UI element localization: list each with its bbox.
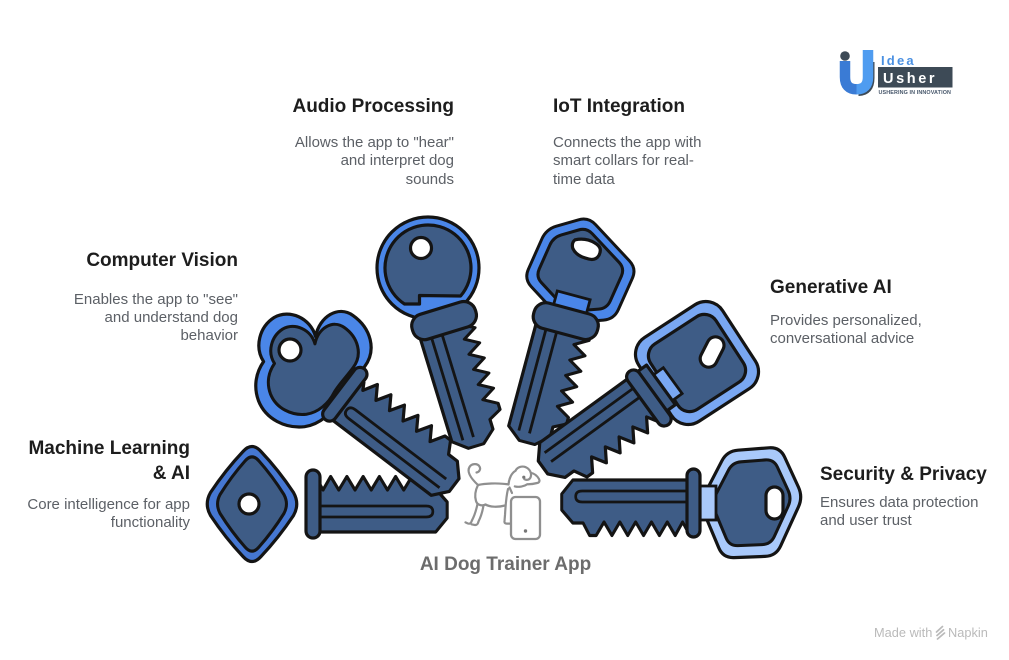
svg-text:Napkin: Napkin <box>948 625 988 640</box>
svg-text:Usher: Usher <box>883 71 937 87</box>
svg-text:Idea: Idea <box>881 53 916 68</box>
svg-text:USHERING IN INNOVATION: USHERING IN INNOVATION <box>879 90 952 96</box>
svg-text:Made with: Made with <box>874 625 932 640</box>
